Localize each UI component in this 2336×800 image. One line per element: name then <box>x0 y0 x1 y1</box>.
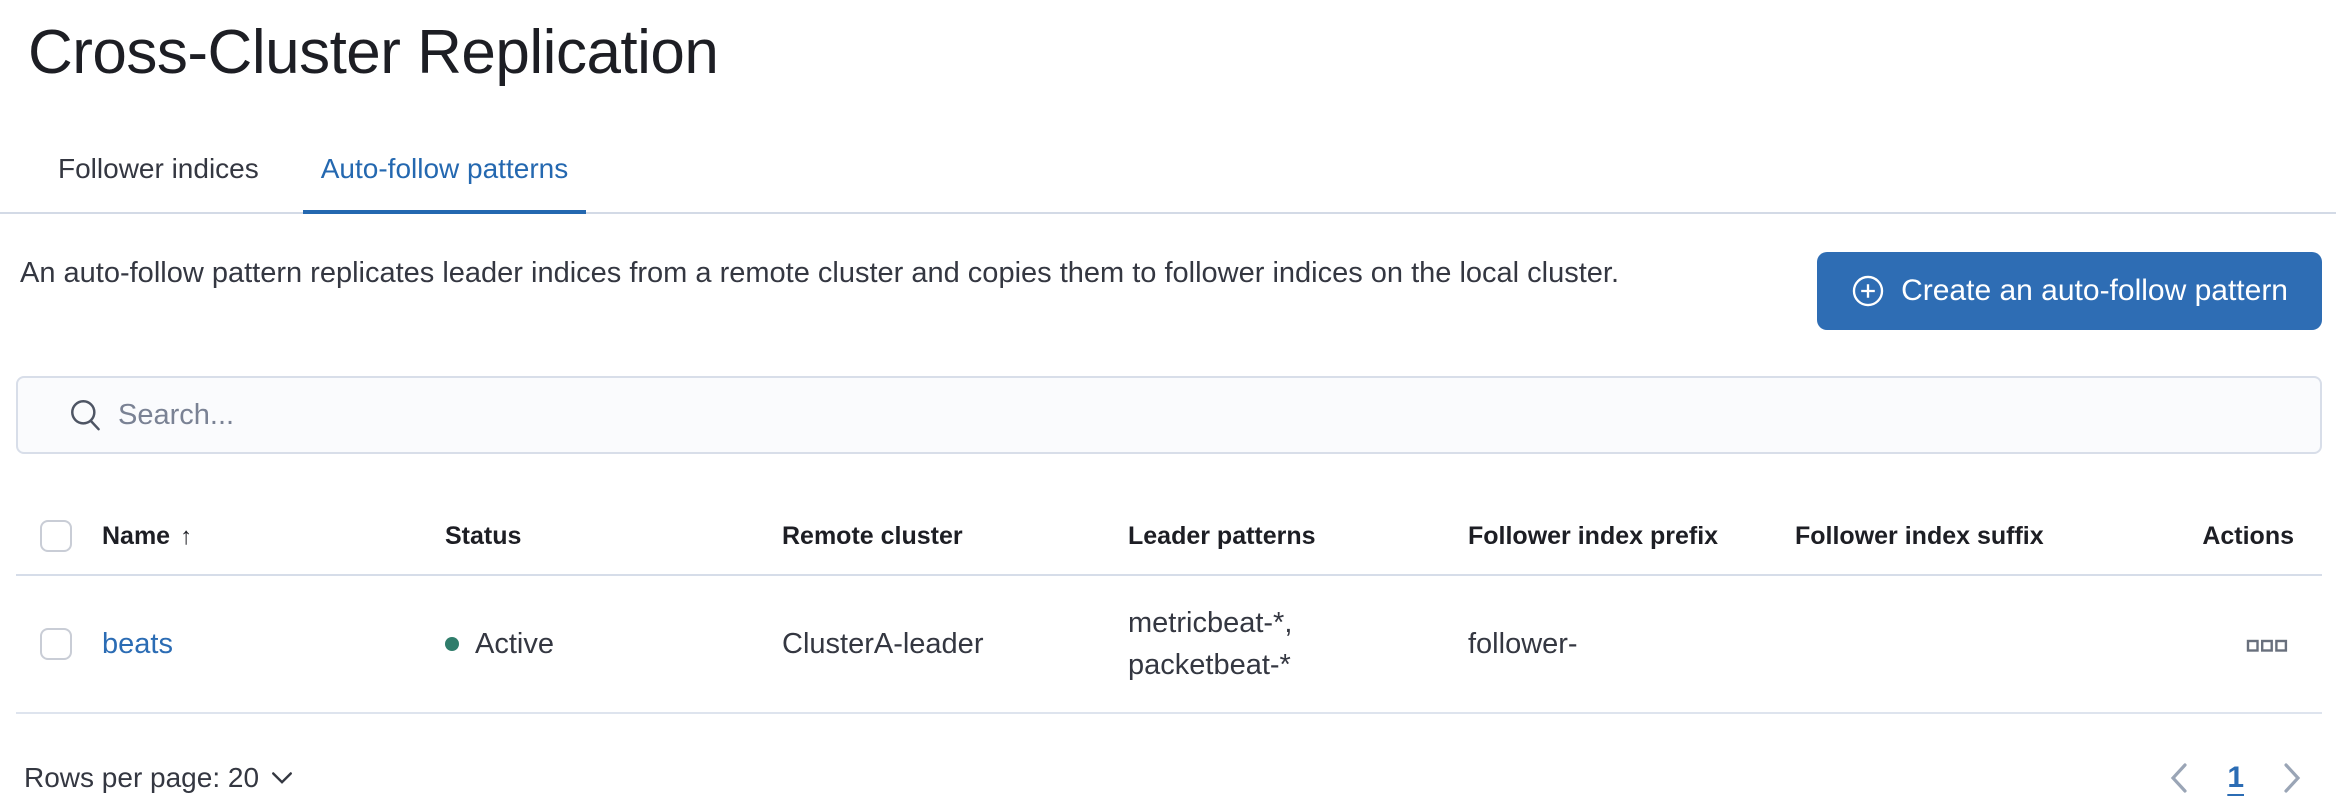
table-header-row: Name↑ Status Remote cluster Leader patte… <box>16 494 2322 576</box>
select-all-checkbox[interactable] <box>40 520 72 552</box>
pagination: 1 <box>2165 758 2312 798</box>
page-number-1[interactable]: 1 <box>2227 761 2244 794</box>
tab-auto-follow-patterns[interactable]: Auto-follow patterns <box>302 152 587 214</box>
auto-follow-patterns-table: Name↑ Status Remote cluster Leader patte… <box>16 494 2322 714</box>
cell-follower-index-suffix <box>1787 575 2117 714</box>
cell-name: beats <box>94 575 437 714</box>
search-bar <box>16 376 2322 454</box>
column-header-follower-index-suffix: Follower index suffix <box>1787 494 2117 576</box>
page-description: An auto-follow pattern replicates leader… <box>20 257 1620 289</box>
cell-leader-patterns: metricbeat-*, packetbeat-* <box>1120 575 1460 714</box>
column-header-status: Status <box>437 494 774 576</box>
chevron-right-icon <box>2282 762 2302 794</box>
beats-link[interactable]: beats <box>102 627 173 660</box>
plus-in-circle-icon <box>1851 274 1885 308</box>
sort-ascending-icon: ↑ <box>180 522 193 550</box>
page-title: Cross-Cluster Replication <box>28 18 719 87</box>
leader-pattern: packetbeat-* <box>1128 649 1291 681</box>
next-page-button[interactable] <box>2278 758 2306 798</box>
rows-per-page-label: Rows per page: 20 <box>24 762 260 793</box>
status-label: Active <box>475 627 554 660</box>
column-header-name[interactable]: Name↑ <box>94 494 437 576</box>
leader-pattern: metricbeat-*, <box>1128 607 1293 639</box>
search-input[interactable] <box>16 376 2322 454</box>
cell-status: Active <box>437 575 774 714</box>
status-active-dot-icon <box>445 637 459 651</box>
create-button-label: Create an auto-follow pattern <box>1901 274 2288 307</box>
search-icon <box>68 397 104 433</box>
rows-per-page-button[interactable]: Rows per page: 20 <box>24 762 293 794</box>
column-header-actions: Actions <box>2117 494 2322 576</box>
table-row-beats: beats Active ClusterA-leader metricbeat-… <box>16 575 2322 714</box>
cell-remote-cluster: ClusterA-leader <box>774 575 1120 714</box>
chevron-left-icon <box>2169 762 2189 794</box>
column-header-remote-cluster: Remote cluster <box>774 494 1120 576</box>
tab-follower-indices[interactable]: Follower indices <box>58 153 259 184</box>
previous-page-button[interactable] <box>2165 758 2193 798</box>
column-header-follower-index-prefix: Follower index prefix <box>1460 494 1787 576</box>
column-header-leader-patterns: Leader patterns <box>1120 494 1460 576</box>
row-checkbox-beats[interactable] <box>40 628 72 660</box>
tab-bar: Follower indices Auto-follow patterns <box>0 152 2336 214</box>
chevron-down-icon <box>271 771 293 785</box>
intro-section: An auto-follow pattern replicates leader… <box>0 252 2336 330</box>
boxes-horizontal-icon <box>2246 639 2288 653</box>
create-auto-follow-pattern-button[interactable]: Create an auto-follow pattern <box>1817 252 2322 330</box>
cell-actions <box>2117 575 2322 714</box>
cell-follower-index-prefix: follower- <box>1460 575 1787 714</box>
row-actions-button[interactable] <box>2240 633 2294 659</box>
table-footer: Rows per page: 20 1 <box>24 758 2312 798</box>
